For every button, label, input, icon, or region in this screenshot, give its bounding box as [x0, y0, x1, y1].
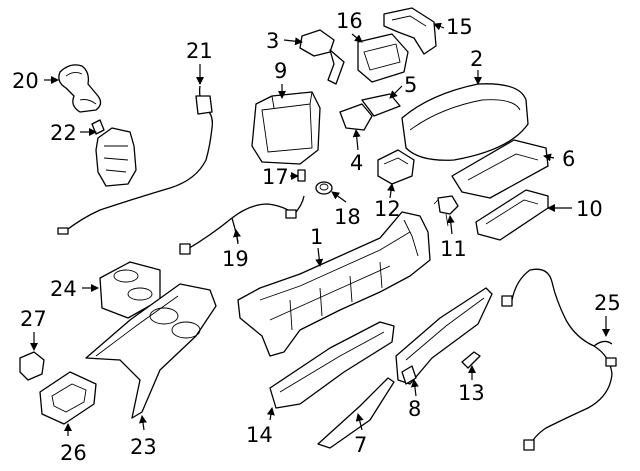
callout-18: 18 — [334, 205, 361, 229]
leader-lines — [30, 22, 610, 436]
part-8-side-panel — [395, 287, 493, 385]
callout-5: 5 — [404, 73, 417, 97]
part-7-side-trim — [317, 377, 395, 449]
part-19-wiring-harness — [179, 195, 305, 255]
callout-23: 23 — [130, 435, 157, 459]
callout-25: 25 — [594, 291, 621, 315]
callout-9: 9 — [274, 59, 287, 83]
part-22-shifter-assembly — [91, 119, 137, 187]
part-16-storage-insert — [357, 33, 409, 83]
part-11-connector — [433, 195, 459, 227]
callout-1: 1 — [310, 225, 323, 249]
part-23-bezel — [85, 283, 217, 419]
part-25-wire-harness — [501, 268, 617, 451]
callout-26: 26 — [60, 441, 87, 465]
part-15-trim-frame — [383, 7, 437, 55]
callout-13: 13 — [458, 381, 485, 405]
callout-10: 10 — [576, 197, 603, 221]
callout-2: 2 — [470, 47, 483, 71]
callout-15: 15 — [446, 15, 473, 39]
callout-8: 8 — [408, 397, 421, 421]
part-27-switch — [19, 351, 45, 381]
part-18-grommet — [315, 181, 333, 195]
callout-7: 7 — [354, 433, 367, 457]
callout-24: 24 — [50, 277, 77, 301]
callout-27: 27 — [20, 307, 47, 331]
callout-19: 19 — [222, 247, 249, 271]
callout-4: 4 — [350, 151, 363, 175]
callout-6: 6 — [562, 147, 575, 171]
callout-21: 21 — [186, 39, 213, 63]
callout-11: 11 — [440, 237, 467, 261]
part-21-shift-cable — [57, 85, 214, 235]
part-6-armrest-base — [451, 139, 549, 199]
part-9-console-bin — [251, 91, 321, 165]
callout-3: 3 — [266, 29, 279, 53]
callout-17: 17 — [262, 165, 289, 189]
part-3-bracket — [299, 29, 345, 85]
callout-22: 22 — [50, 121, 77, 145]
part-14-lower-panel — [269, 321, 395, 409]
callout-16: 16 — [336, 9, 363, 33]
part-2-armrest-lid — [401, 83, 529, 161]
part-17-clip — [297, 169, 306, 182]
part-5-tray — [361, 93, 401, 117]
part-20-shift-knob — [58, 64, 102, 113]
part-13-clip — [461, 351, 481, 369]
callout-20: 20 — [12, 69, 39, 93]
callout-labels: 1 2 3 4 5 6 7 8 9 10 11 12 13 14 15 16 1… — [12, 9, 621, 465]
part-1-console-main — [237, 211, 431, 357]
callout-14: 14 — [246, 423, 273, 447]
callout-12: 12 — [374, 197, 401, 221]
part-4-tray — [339, 103, 373, 131]
part-26-tray — [39, 371, 97, 425]
part-12-switch — [377, 149, 415, 185]
